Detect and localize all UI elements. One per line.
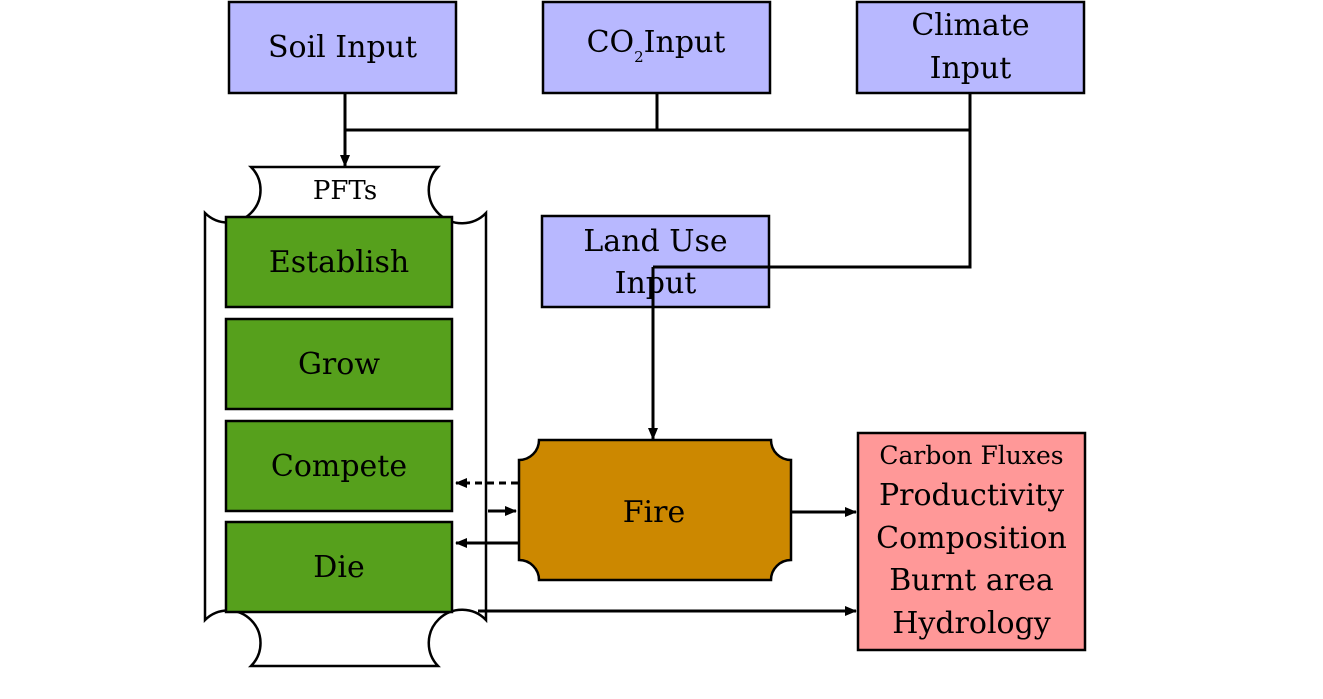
pft-compete-label: Compete <box>271 449 407 484</box>
pft-grow-label: Grow <box>298 347 380 382</box>
pft-grow: Grow <box>224 317 454 411</box>
fire-label: Fire <box>623 495 686 530</box>
pft-title: PFTs <box>313 176 377 206</box>
landuse-input-node: Land Use Input <box>540 214 771 309</box>
landuse-input-label-line1: Land Use <box>583 224 727 259</box>
output-hydrology: Hydrology <box>892 606 1051 641</box>
outputs-node: Carbon Fluxes Productivity Composition B… <box>856 431 1087 652</box>
outputs-heading: Carbon Fluxes <box>879 441 1063 470</box>
connector-climate <box>653 93 972 269</box>
climate-input-node: Climate Input <box>855 0 1086 95</box>
climate-input-label-line2: Input <box>930 51 1012 86</box>
landuse-input-label-line2: Input <box>615 266 697 301</box>
output-burnt-area: Burnt area <box>889 563 1054 598</box>
pft-compete: Compete <box>224 419 454 513</box>
output-composition: Composition <box>876 521 1067 556</box>
climate-input-label-line1: Climate <box>911 8 1029 43</box>
soil-input-node: Soil Input <box>227 0 458 95</box>
pft-die: Die <box>224 520 454 614</box>
output-productivity: Productivity <box>879 478 1064 513</box>
pft-establish: Establish <box>224 215 454 309</box>
co2-input-node: CO2Input <box>541 0 772 95</box>
soil-input-label: Soil Input <box>268 30 417 65</box>
pft-establish-label: Establish <box>269 245 409 280</box>
pft-die-label: Die <box>313 550 364 585</box>
co2-input-label: CO2Input <box>587 25 726 66</box>
fire-node <box>517 438 793 582</box>
